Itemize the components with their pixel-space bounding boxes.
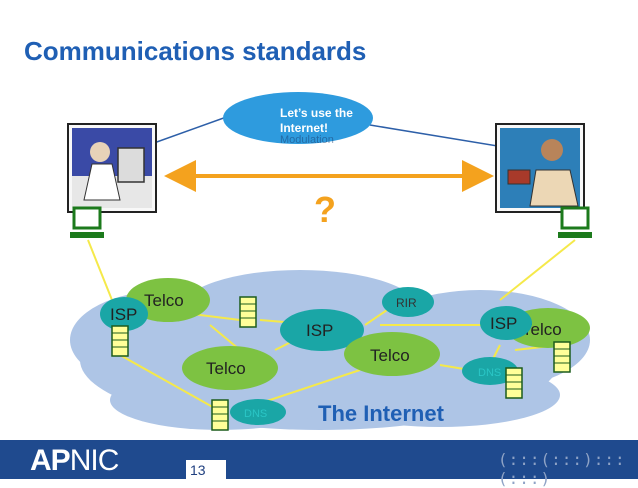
callout-pointer-right bbox=[369, 124, 511, 149]
server-rack-icon bbox=[211, 399, 229, 431]
question-mark: ? bbox=[314, 189, 336, 230]
page-number: 13 bbox=[190, 462, 206, 478]
logo-ap-text: AP bbox=[30, 444, 71, 477]
person-right-clipart bbox=[495, 123, 585, 213]
server-rack-icon bbox=[553, 341, 571, 373]
dns-bottom-node bbox=[230, 399, 286, 425]
footer-decoration: (:::(:::):::(:::) bbox=[498, 450, 626, 488]
callout-line-2: Internet! bbox=[280, 121, 328, 135]
isp-center-label: ISP bbox=[306, 321, 333, 340]
telco-bottom-center-node bbox=[344, 332, 440, 376]
server-rack-icon bbox=[239, 296, 257, 328]
telco-right-label: Telco bbox=[522, 320, 562, 339]
callout-hidden-text: Modulation bbox=[280, 134, 334, 146]
telco-left-label: Telco bbox=[144, 291, 184, 310]
computer-icon-left bbox=[70, 206, 104, 238]
callout-line-1: Let’s use the bbox=[280, 106, 353, 120]
internet-label: The Internet bbox=[318, 401, 445, 426]
page-number-box bbox=[186, 460, 226, 479]
logo-nic-text: NIC bbox=[69, 444, 120, 477]
dns-bottom-label: DNS bbox=[244, 408, 267, 420]
telco-bottom-left-node bbox=[182, 346, 278, 390]
person-left-clipart bbox=[67, 123, 157, 213]
isp-left-label: ISP bbox=[110, 305, 137, 324]
isp-right-label: ISP bbox=[490, 314, 517, 333]
slide-title: Communications standards bbox=[24, 36, 367, 66]
isp-left-node bbox=[100, 297, 148, 331]
computer-icon-right bbox=[558, 206, 592, 238]
isp-center-node bbox=[280, 309, 364, 351]
telco-bottom-left-label: Telco bbox=[206, 359, 246, 378]
footer-bar bbox=[0, 440, 638, 479]
rir-node bbox=[382, 287, 434, 317]
dns-right-node bbox=[462, 357, 518, 385]
apnic-logo: APNIC bbox=[30, 444, 120, 478]
server-rack-icon bbox=[111, 325, 129, 357]
server-rack-icon bbox=[505, 367, 523, 399]
speech-bubble bbox=[223, 92, 373, 144]
telco-bottom-center-label: Telco bbox=[370, 346, 410, 365]
rir-label: RIR bbox=[396, 296, 417, 310]
dns-right-label: DNS bbox=[478, 367, 501, 379]
isp-right-node bbox=[480, 306, 532, 340]
